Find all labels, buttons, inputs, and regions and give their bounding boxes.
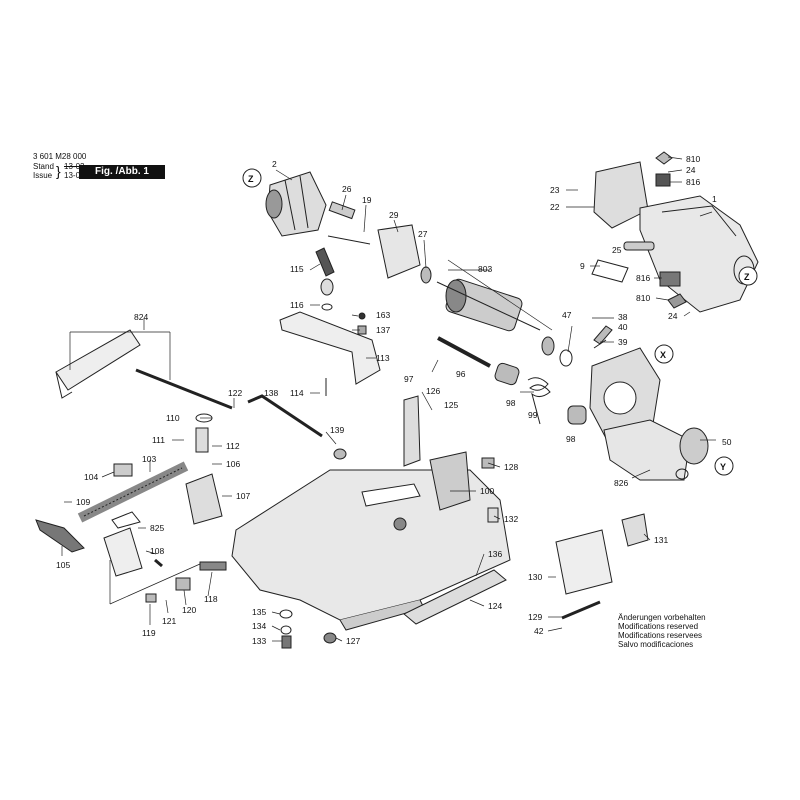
stand-label: Stand [33,162,54,171]
part-label: 38 [618,312,628,322]
motor-housing-drawing [265,171,327,237]
part-label: 124 [488,601,502,611]
part-label: 136 [488,549,502,559]
part-label: 9 [580,261,585,271]
part-label: 810 [686,154,700,164]
part-label: 26 [342,184,352,194]
part-label: 100 [480,486,494,496]
part-label: 127 [346,636,360,646]
part-label: 115 [290,264,304,274]
ref-marker: Z [744,272,750,282]
part-label: 27 [418,229,428,239]
flange-drawing [377,224,421,279]
part-label: 112 [226,441,240,451]
part-label: 42 [534,626,544,636]
part-label: 108 [150,546,164,556]
part-label: 104 [84,472,98,482]
part-label: 137 [376,325,390,335]
armature-drawing [436,278,541,332]
part-label: 1 [712,194,717,204]
part-label: 824 [134,312,148,322]
part-label: 138 [264,388,278,398]
part-label: 110 [166,413,180,423]
part-label: 120 [182,605,196,615]
gear-housing-drawing [589,347,709,481]
part-label: 107 [236,491,250,501]
part-label: 22 [550,202,560,212]
guard-plate-drawing [279,311,381,385]
brace: } [56,163,61,179]
issue-label: Issue [33,171,53,180]
notice-line: Salvo modificaciones [618,640,694,649]
part-label: 96 [456,369,466,379]
extension-plate-drawing [55,329,141,391]
part-label: 135 [252,607,266,617]
part-label: 816 [636,273,650,283]
part-label: 816 [686,177,700,187]
dust-box-drawing [555,529,613,595]
part-label: 130 [528,572,542,582]
part-label: 113 [376,353,390,363]
part-label: 139 [330,425,344,435]
part-label: 19 [362,195,372,205]
figure-label: Fig. /Abb. 1 [79,165,165,179]
part-label: 39 [618,337,628,347]
part-label: 29 [389,210,399,220]
part-label: 50 [722,437,732,447]
part-label: 98 [506,398,516,408]
ref-marker: Z [248,174,254,184]
part-label: 133 [252,636,266,646]
part-label: 24 [668,311,678,321]
stand-date: 13-02 [64,162,85,171]
part-label: 99 [528,410,538,420]
doc-number: 3 601 M28 000 [33,152,87,161]
notice-line: Modifications reserved [618,622,699,631]
part-label: 126 [426,386,440,396]
part-label: 98 [566,434,576,444]
part-label: 810 [636,293,650,303]
part-label: 131 [654,535,668,545]
part-label: 122 [228,388,242,398]
modifications-notice: Änderungen vorbehalten Modifications res… [618,613,706,649]
main-housing-drawing [593,161,759,313]
part-label: 2 [272,159,277,169]
part-label: 47 [562,310,572,320]
part-label: 132 [504,514,518,524]
part-label: 803 [478,264,492,274]
spindle-drawing [77,461,189,523]
base-drawing [231,395,511,631]
part-label: 111 [152,435,165,445]
part-label: 40 [618,322,628,332]
part-label: 103 [142,454,156,464]
part-label: 23 [550,185,560,195]
part-label: 116 [290,300,304,310]
part-label: 128 [504,462,518,472]
notice-line: Modifications reservees [618,631,703,640]
part-label: 114 [290,388,304,398]
part-label: 825 [150,523,164,533]
ref-marker: Y [720,462,726,472]
part-label: 24 [686,165,696,175]
part-label: 118 [204,594,218,604]
part-label: 106 [226,459,240,469]
part-label: 121 [162,616,176,626]
ref-marker: X [660,350,666,360]
sliding-plate-drawing [403,569,507,625]
part-label: 163 [376,310,390,320]
part-label: 97 [404,374,414,384]
part-label: 134 [252,621,266,631]
part-label: 119 [142,628,156,638]
part-label: 105 [56,560,70,570]
notice-line: Änderungen vorbehalten [618,613,706,622]
part-label: 25 [612,245,622,255]
part-label: 109 [76,497,90,507]
part-label: 125 [444,400,458,410]
carbon-brush-drawing [328,201,356,220]
part-label: 129 [528,612,542,622]
handle-drawing [35,519,85,553]
part-label: 826 [614,478,628,488]
